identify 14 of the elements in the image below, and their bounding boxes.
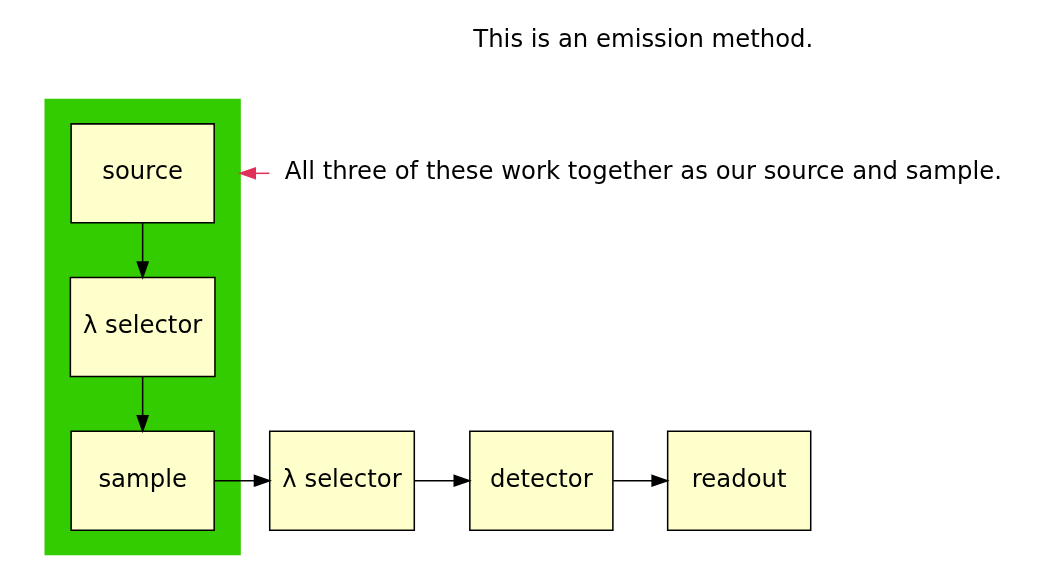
arrow [135,375,149,434]
node-box: λ selector [268,430,415,531]
node-box: sample [69,430,215,531]
node-box: λ selector [69,276,216,378]
arrow [213,474,272,488]
node-box: source [69,123,215,224]
arrow [611,474,670,488]
node-box: readout [666,430,811,531]
label: This is an emission method. [472,24,813,54]
cluster [44,98,241,556]
node-text: All three of these work together as our source and sample. [284,156,1002,186]
arrow [135,222,149,280]
arrow [413,474,472,488]
node-box: detector [468,430,614,531]
